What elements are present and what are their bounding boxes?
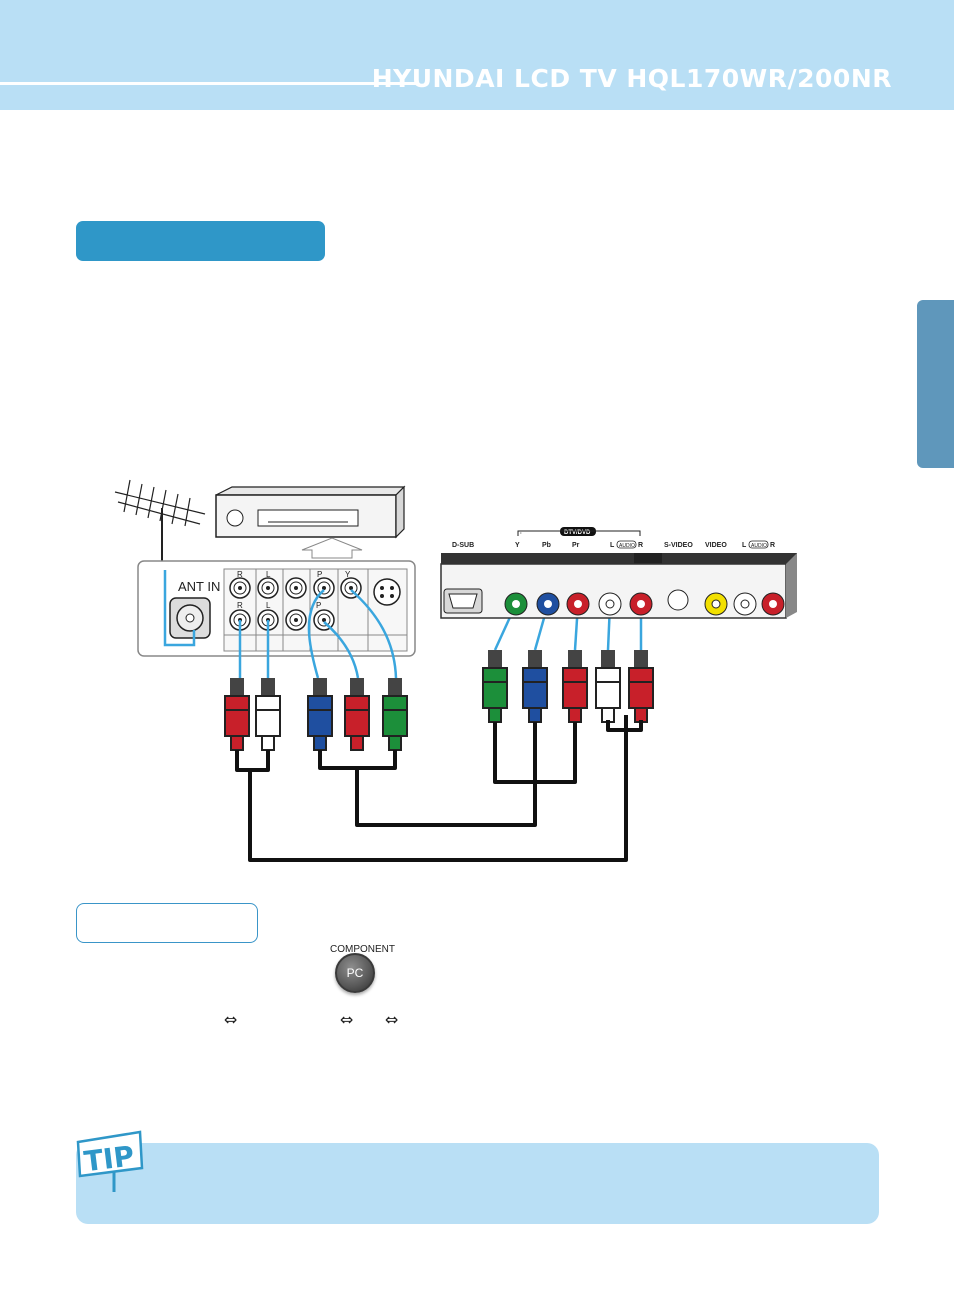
side-tab[interactable]	[917, 300, 954, 468]
plug-red-audio	[224, 677, 250, 751]
plug-blue-pb	[307, 677, 333, 751]
svg-text:·: ·	[520, 531, 522, 537]
component-pc-button[interactable]: PC	[335, 953, 375, 993]
tip-box	[76, 1143, 879, 1224]
tv-plug-red-audio	[628, 649, 654, 723]
label-l2: L	[742, 542, 747, 549]
label-pb: Pb	[542, 542, 551, 549]
plug-white-audio	[255, 677, 281, 751]
label-r2: R	[770, 542, 775, 549]
label-y: Y	[515, 542, 520, 549]
audio-badge-2: AUDIO	[751, 543, 767, 549]
component-caption: COMPONENT	[330, 944, 395, 955]
vcr-back-panel: ANT IN R L P P Y R L	[137, 560, 416, 657]
jack-label-l: L	[266, 570, 271, 579]
header-band	[0, 0, 954, 110]
audio-badge: AUDIO	[619, 543, 635, 549]
label-pr: Pr	[572, 542, 580, 549]
tv-plug-white	[595, 649, 621, 723]
dtv-dvd-label: DTV/DVD	[564, 530, 591, 536]
black-cables	[235, 715, 643, 862]
connection-diagram: ANT IN R L P P Y R L	[114, 479, 797, 862]
jack-label-pb: P	[316, 601, 321, 610]
plug-red-pr	[344, 677, 370, 751]
tv-plug-blue	[522, 649, 548, 723]
jack-label-r2: R	[237, 601, 243, 610]
jack-label-y: Y	[345, 570, 351, 579]
up-arrow-icon	[301, 537, 363, 559]
tip-badge-text: TIP	[82, 1139, 136, 1178]
jack-label-pr: P	[317, 570, 322, 579]
header-rule	[0, 82, 418, 85]
jack-label-l2: L	[266, 601, 271, 610]
double-arrow-icon: ⇔	[385, 1010, 399, 1029]
pc-button-label: PC	[346, 966, 364, 980]
label-svideo: S-VIDEO	[664, 542, 693, 549]
label-dsub: D-SUB	[452, 542, 474, 549]
vcr-device	[215, 485, 406, 539]
label-r: R	[638, 542, 643, 549]
double-arrow-icon: ⇔	[340, 1010, 354, 1029]
page-title: HYUNDAI LCD TV HQL170WR/200NR	[371, 64, 892, 93]
note-heading-pill	[76, 903, 258, 943]
section-heading-pill	[76, 221, 325, 261]
jack-label-r: R	[237, 570, 243, 579]
ant-in-label: ANT IN	[178, 579, 220, 594]
tip-badge-icon: TIP	[76, 1130, 144, 1192]
tv-plug-green	[482, 649, 508, 723]
antenna-icon	[114, 479, 206, 570]
tv-back-panel: · DTV/DVD D-SUB Y Pb Pr L AUDIO R S-VIDE…	[440, 527, 797, 619]
plug-green-y	[382, 677, 408, 751]
label-l: L	[610, 542, 615, 549]
tv-plug-red	[562, 649, 588, 723]
double-arrow-icon: ⇔	[224, 1010, 238, 1029]
label-video: VIDEO	[705, 542, 727, 549]
blue-signal-lines	[163, 570, 643, 679]
